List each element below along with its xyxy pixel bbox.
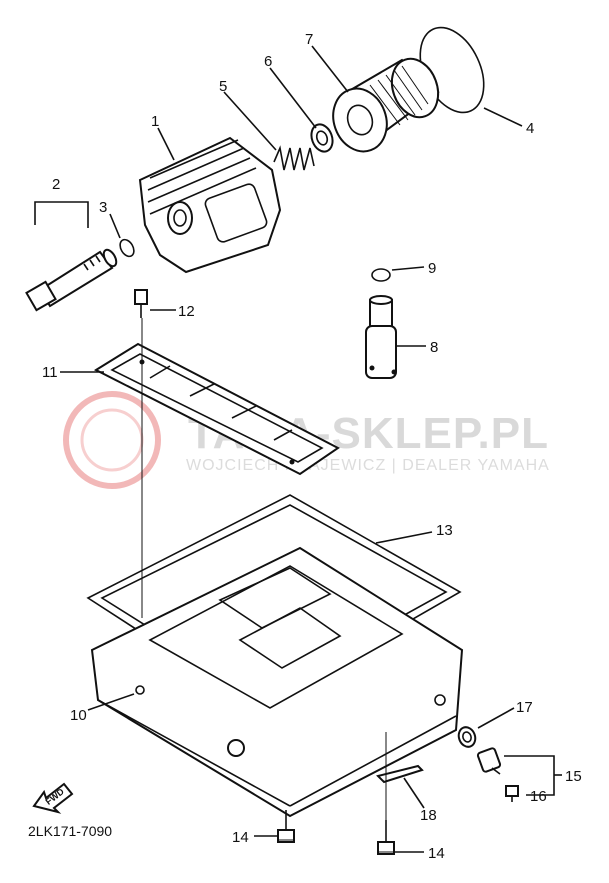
callout-15: 15: [565, 768, 582, 785]
leader-lines: [60, 45, 562, 853]
part-2-union-bolt: [25, 248, 118, 312]
callout-8: 8: [430, 339, 438, 356]
part-11-strainer-gasket: [93, 342, 340, 476]
callout-10: 10: [70, 707, 87, 724]
diagram-code: 2LK171-7090: [28, 823, 112, 839]
callout-7: 7: [305, 31, 313, 48]
callout-14-right: 14: [428, 845, 445, 862]
part-10-oil-pan: [90, 546, 464, 818]
watermark-sub-text: WOJCIECH KRAJEWICZ | DEALER YAMAHA: [186, 457, 550, 474]
callout-12: 12: [178, 303, 195, 320]
callout-5: 5: [219, 78, 227, 95]
callout-9: 9: [428, 260, 436, 277]
part-8-relief-valve: [365, 295, 397, 379]
part-18-bracket: [376, 764, 424, 784]
callout-4: 4: [526, 120, 534, 137]
callout-14-left: 14: [232, 829, 249, 846]
part-5-spring: [273, 145, 315, 171]
callout-13: 13: [436, 522, 453, 539]
part-1-filter-cover: [138, 136, 282, 274]
callout-18: 18: [420, 807, 437, 824]
part-17-gasket: [457, 726, 477, 748]
part-12-bolt: [134, 289, 148, 318]
watermark-logo: [63, 391, 161, 489]
part-6-washer: [310, 123, 334, 153]
callout-11: 11: [42, 364, 58, 381]
callout-3: 3: [99, 199, 107, 216]
part-7-oil-filter: [332, 57, 440, 153]
part-14-bolt-right: [377, 820, 395, 855]
part-9-o-ring: [371, 268, 391, 282]
callout-17: 17: [516, 699, 533, 716]
part-15-drain-plug: [476, 747, 502, 775]
part-16-screw: [505, 785, 519, 802]
callout-1: 1: [151, 113, 159, 130]
fwd-arrow-icon: FWD: [32, 782, 74, 814]
callout-labels: 1 2 3 4 5 6 7 8 9 10 11 12 13 14 14 15 1…: [42, 31, 582, 862]
part-3-o-ring: [119, 238, 135, 258]
callout-16: 16: [530, 788, 547, 805]
callout-6: 6: [264, 53, 272, 70]
callout-2: 2: [52, 176, 60, 193]
